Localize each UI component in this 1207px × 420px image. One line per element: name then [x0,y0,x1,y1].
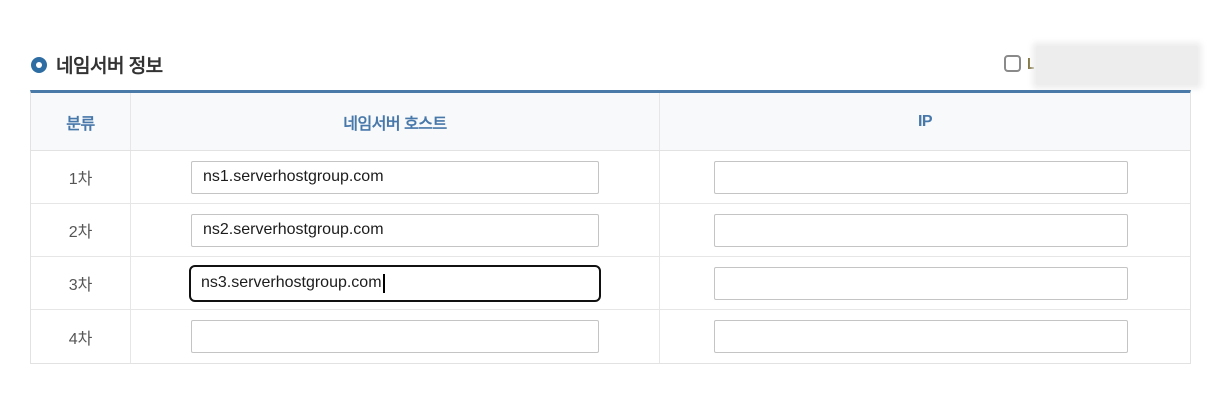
table-row-1: 1차 [31,151,1190,204]
ip-input-2[interactable] [714,213,1128,247]
header-host: 네임서버 호스트 [131,93,660,150]
host-input-1[interactable] [191,160,599,194]
table-row-4: 4차 [31,310,1190,363]
option-checkbox[interactable] [1004,55,1021,72]
host-input-3-value: ns3.serverhostgroup.com [201,274,382,291]
row-label-1: 1차 [68,171,93,188]
row-label-3: 3차 [68,277,93,294]
table-row-3: 3차 ns3.serverhostgroup.com [31,257,1190,310]
section-bullet-icon [31,56,47,73]
host-input-4[interactable] [191,320,599,353]
section-header: 네임서버 정보 [31,51,163,78]
topbar-right [1002,44,1207,86]
row-label-4: 4차 [68,330,93,348]
header-category: 분류 [31,93,131,150]
text-caret [382,273,385,293]
partial-redacted-text [1028,58,1034,69]
redacted-label [1036,46,1198,85]
table-row-2: 2차 [31,204,1190,257]
host-input-3-focused[interactable]: ns3.serverhostgroup.com [189,264,601,302]
host-input-2[interactable] [191,213,599,247]
ip-input-3[interactable] [714,266,1128,300]
ip-input-4[interactable] [714,320,1128,353]
row-label-2: 2차 [68,224,93,241]
section-title: 네임서버 정보 [56,56,163,77]
ip-input-1[interactable] [714,160,1128,194]
header-ip: IP [917,112,933,130]
table-header-row: 분류 네임서버 호스트 IP [31,93,1190,151]
nameserver-table: 분류 네임서버 호스트 IP 1차 2차 3차 ns3.serverhostgr… [30,90,1191,364]
